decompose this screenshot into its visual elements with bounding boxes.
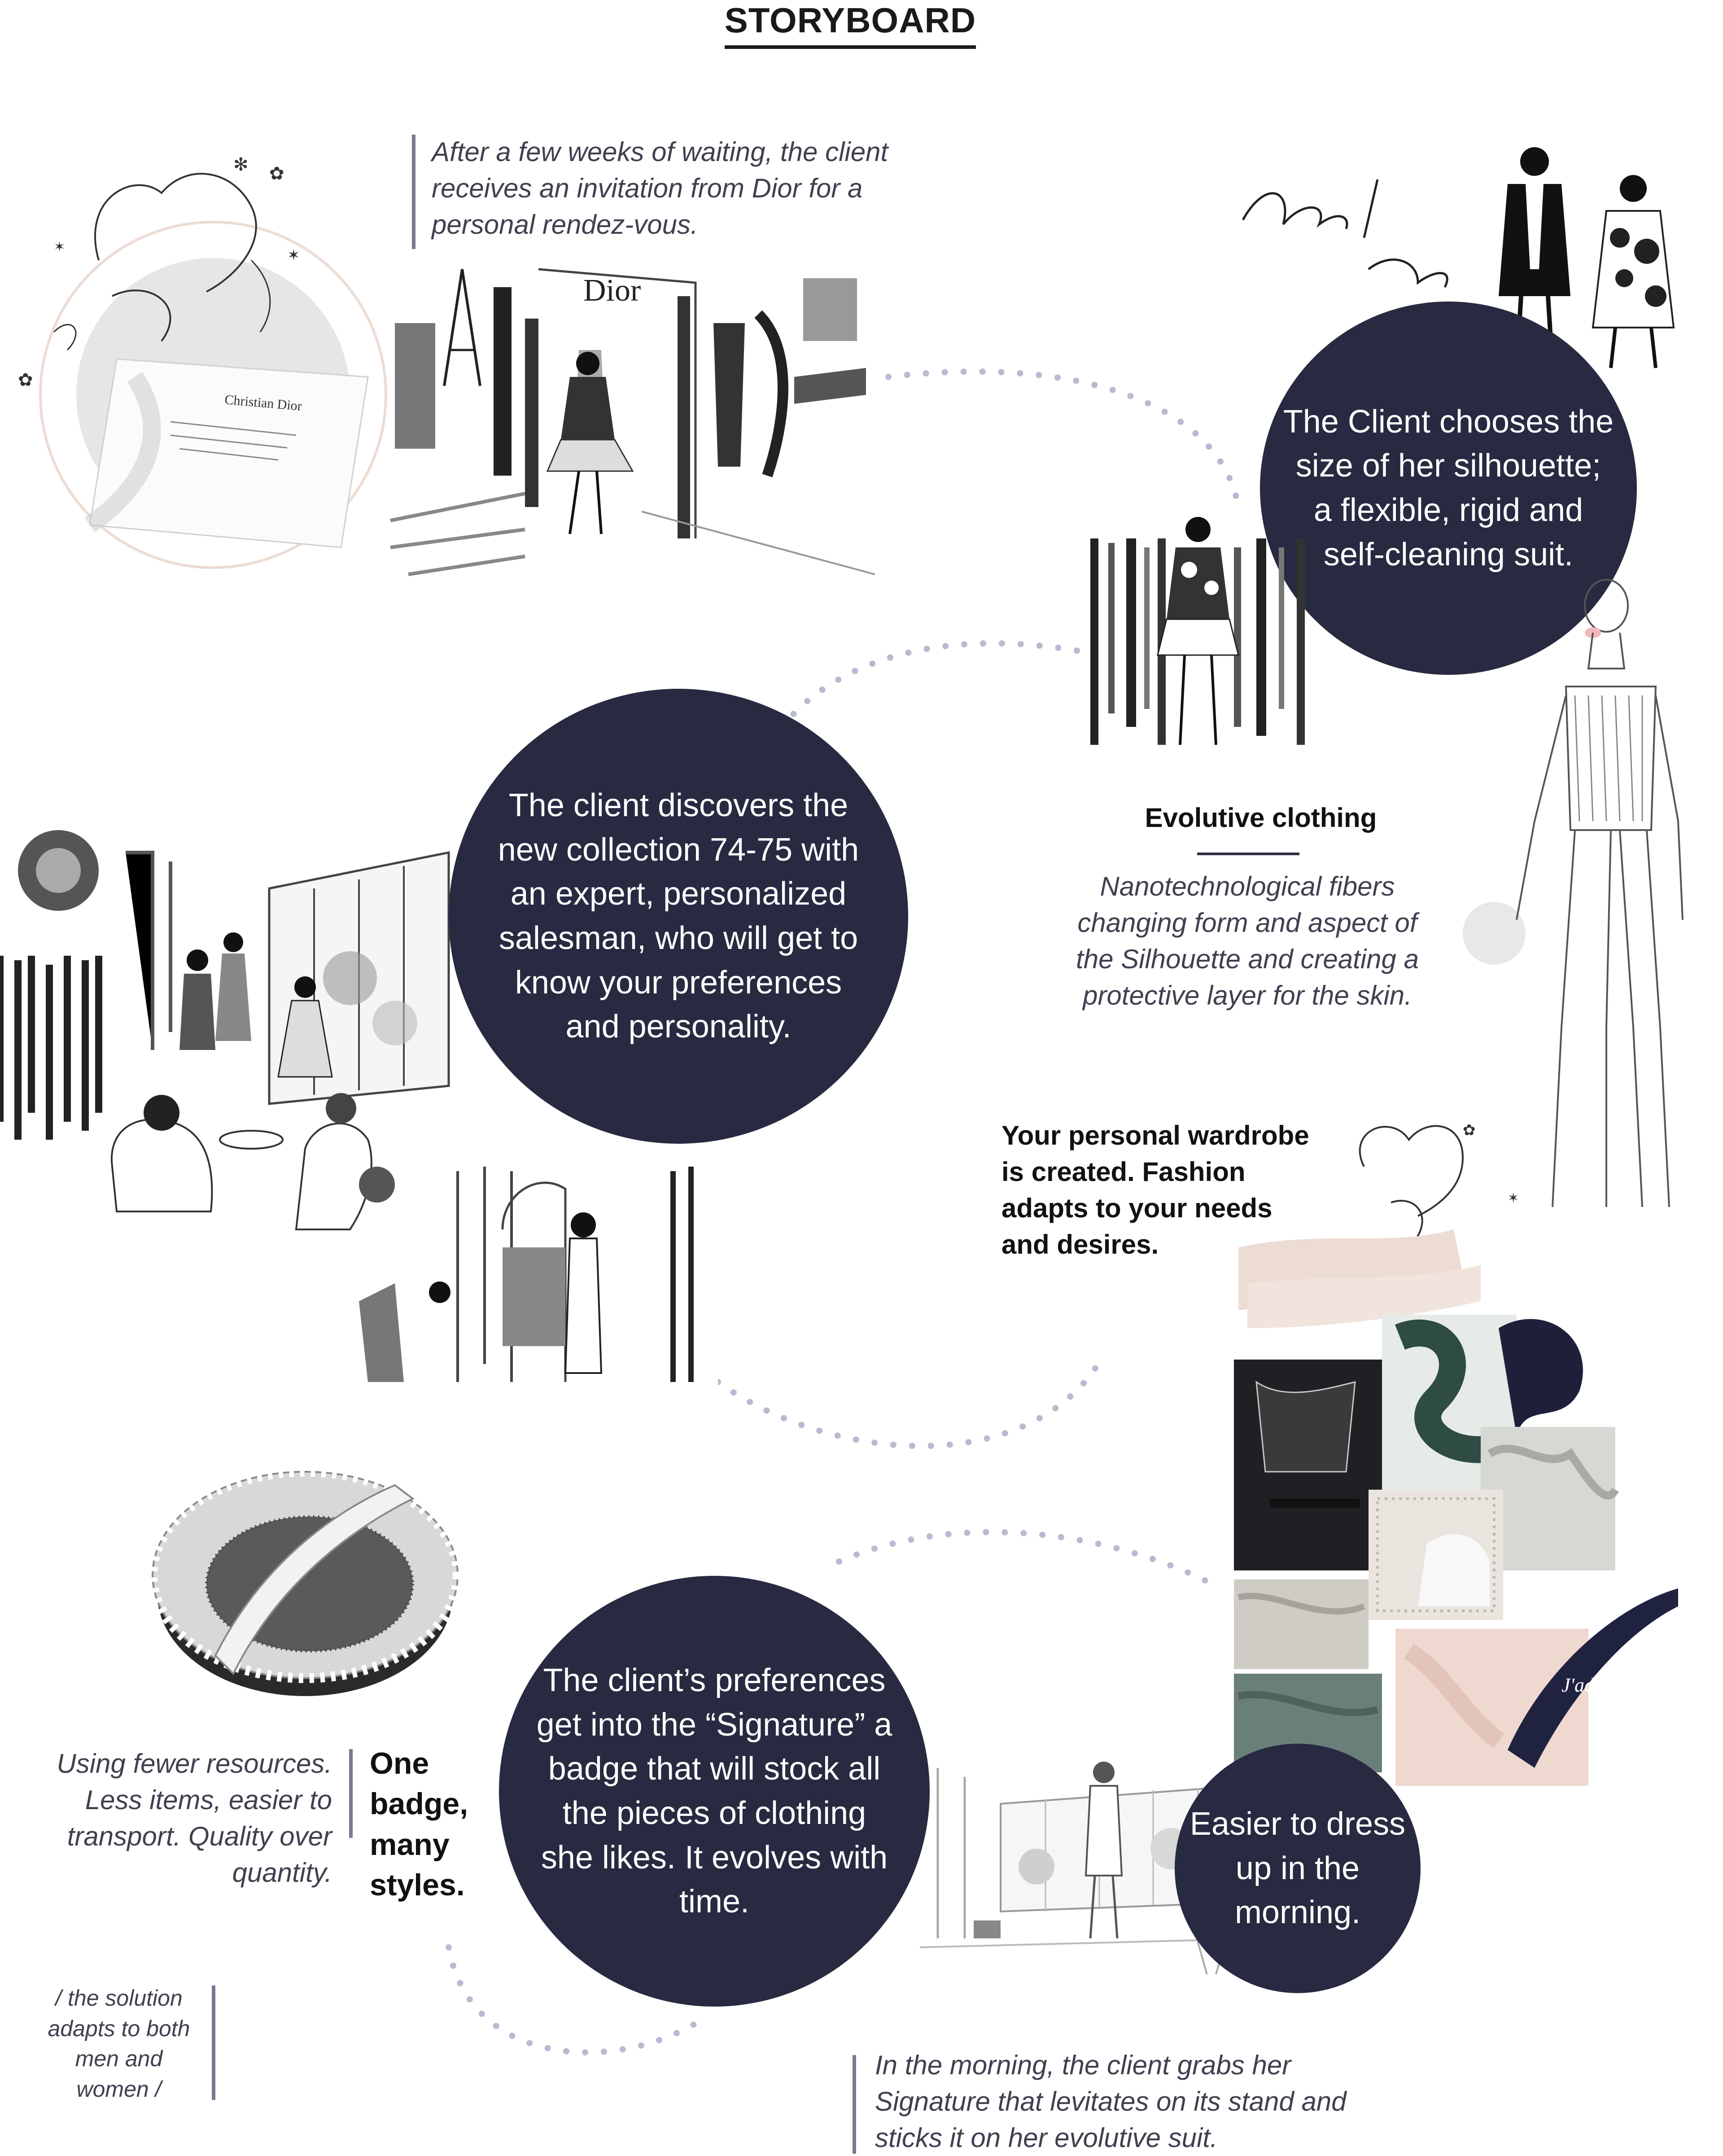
caption-morning: In the morning, the client grabs her Sig…: [875, 2050, 1347, 2153]
caption-invitation: After a few weeks of waiting, the client…: [432, 137, 888, 240]
heading-one-badge: One badge, many styles.: [370, 1746, 468, 1902]
svg-text:✻: ✻: [233, 155, 249, 175]
caption-resources: Using fewer resources. Less items, easie…: [57, 1749, 332, 1888]
svg-text:✶: ✶: [287, 247, 300, 264]
heading-underline: [1197, 853, 1299, 855]
circle-easier: Easier to dress up in the morning.: [1175, 1744, 1421, 1993]
caption-bar-morning: [853, 2055, 856, 2154]
jadior-label: J'adior: [1561, 1674, 1618, 1696]
svg-text:✿: ✿: [18, 370, 33, 390]
svg-text:✿: ✿: [269, 164, 284, 184]
circle-easier-text: Easier to dress up in the morning.: [1189, 1806, 1406, 1931]
circle-client-discovers-text: The client discovers the new collection …: [498, 787, 859, 1045]
boutique-interior-sketch: [0, 830, 718, 1400]
clothing-rack-sketch: [1090, 517, 1305, 745]
dior-storefront-sketch: Dior: [390, 260, 875, 576]
circle-signature: The client’s preferences get into the “S…: [499, 1576, 930, 2007]
circle-client-chooses-text: The Client chooses the size of her silho…: [1283, 403, 1614, 573]
circle-signature-text: The client’s preferences get into the “S…: [536, 1662, 892, 1920]
fashion-figure-sketch: [1463, 579, 1684, 1207]
svg-text:✿: ✿: [1463, 1122, 1476, 1139]
circle-client-discovers: The client discovers the new collection …: [449, 689, 908, 1144]
heading-wardrobe: Your personal wardrobe is created. Fashi…: [1001, 1120, 1309, 1259]
svg-text:✶: ✶: [1508, 1191, 1519, 1206]
moodboard-collage: ✿ ✶ ✿ J'adior: [1234, 1122, 1678, 1786]
invitation-card-sketch: Christian Dior ✻ ✿ ✶ ✿ ✶: [18, 155, 387, 569]
dior-sign-label: Dior: [583, 273, 641, 308]
page-title: STORYBOARD: [0, 0, 1701, 49]
caption-bar-invitation: [412, 135, 415, 249]
caption-nanotech: Nanotechnological fibers changing form a…: [1076, 871, 1419, 1010]
caption-bar-resources: [349, 1749, 353, 1838]
circle-client-chooses: The Client chooses the size of her silho…: [1260, 302, 1637, 675]
svg-text:✶: ✶: [54, 240, 65, 254]
homme-femme-sketch: Homme / Femme: [1229, 147, 1675, 368]
caption-men-women: / the solution adapts to both men and wo…: [48, 1985, 190, 2102]
homme-femme-label: Homme / Femme: [1229, 367, 1233, 368]
signature-badge-image: [148, 1467, 463, 1696]
heading-evolutive-clothing: Evolutive clothing: [1145, 803, 1377, 833]
caption-bar-men-women: [212, 1985, 215, 2100]
